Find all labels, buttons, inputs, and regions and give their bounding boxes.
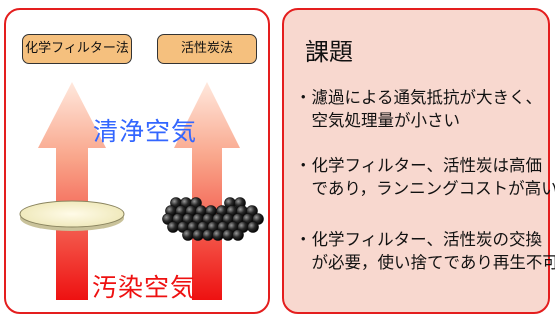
carbon-granules-icon: [162, 197, 264, 241]
tag-activated-carbon-method: 活性炭法: [157, 34, 257, 64]
issue-item: ・濾過による通気抵抗が大きく、 空気処理量が小さい: [295, 88, 543, 130]
airflow-arrow-right-icon: [174, 82, 240, 300]
clean-air-label: 清浄空気: [93, 117, 198, 146]
filter-disc-icon: [19, 200, 125, 231]
issues-panel: [282, 8, 550, 314]
issue-item: ・化学フィルター、活性炭の交換 が必要，使い捨てであり再生不可: [295, 230, 555, 272]
issues-title: 課題: [305, 38, 353, 66]
dirty-air-label: 汚染空気: [92, 273, 197, 302]
issue-item: ・化学フィルター、活性炭は高価 であり，ランニングコストが高い: [295, 156, 555, 198]
tag-chemical-filter-method: 化学フィルター法: [22, 34, 132, 64]
airflow-arrow-left-icon: [38, 82, 106, 300]
